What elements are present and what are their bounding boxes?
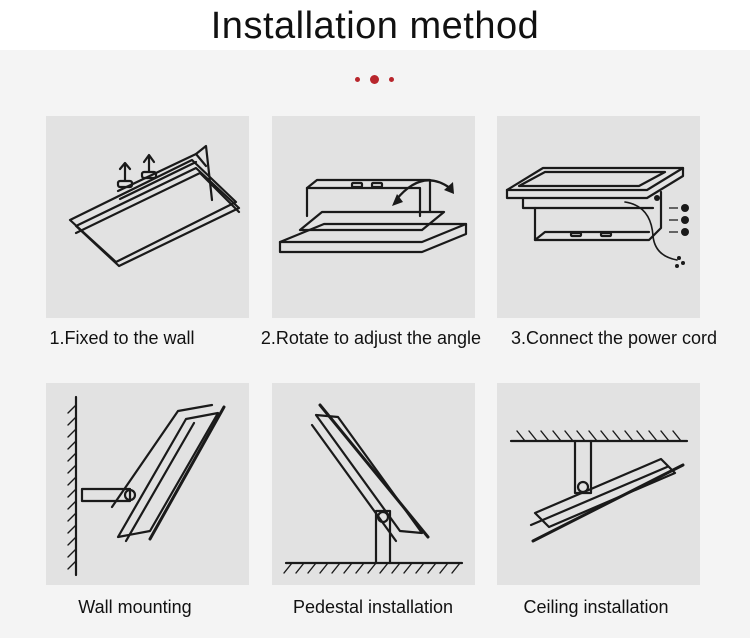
wall-mounting-panel [46,383,249,585]
dot-center [370,75,379,84]
step-label-1: 1.Fixed to the wall [49,328,195,348]
power-cord-illustration [505,166,689,268]
rotate-angle-illustration [278,178,468,254]
step-panel-fix-wall [46,116,249,318]
step-label-3: 3.Connect the power cord [510,328,718,348]
pedestal-installation-label: Pedestal installation [292,597,454,617]
wall-mount-illustration [67,395,226,577]
pedestal-illustration [283,403,464,574]
dot-left [355,77,360,82]
page-title: Installation method [210,5,540,47]
ceiling-mount-illustration [509,430,689,543]
step-panel-rotate [272,116,475,318]
pedestal-installation-panel [272,383,475,585]
ceiling-installation-panel [497,383,700,585]
decorative-dots [353,74,397,86]
step-label-2: 2.Rotate to adjust the angle [260,328,482,348]
wall-mounting-label: Wall mounting [78,597,192,617]
header-band [0,0,750,50]
ceiling-installation-label: Ceiling installation [523,597,669,617]
fixed-to-wall-illustration [68,144,241,268]
step-panel-power [497,116,700,318]
dot-right [389,77,394,82]
